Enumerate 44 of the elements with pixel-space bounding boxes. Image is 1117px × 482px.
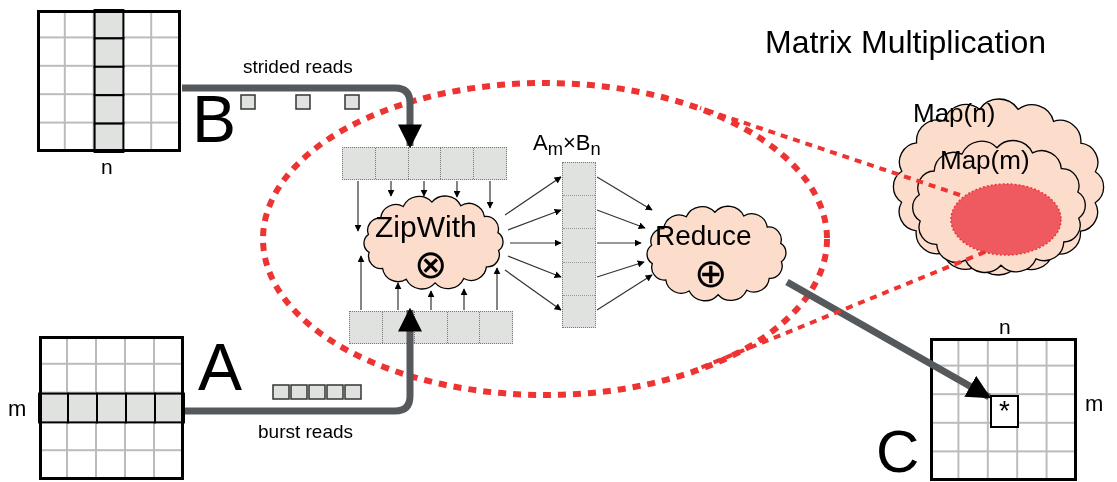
matrix-label: B [192, 86, 237, 152]
cloud-label: Reduce [655, 222, 752, 250]
arrow [596, 209, 646, 230]
arrow [504, 176, 562, 216]
highlighted-cell: * [990, 395, 1019, 428]
arrow [357, 255, 365, 311]
edge-label: strided reads [243, 57, 353, 76]
zoom-line [699, 106, 961, 197]
arrow [453, 180, 461, 198]
cloud-label: ZipWith [375, 212, 477, 242]
dimension-label: n [999, 316, 1011, 337]
thick-arrow [185, 307, 422, 415]
matrix-label: C [876, 422, 920, 482]
dimension-label: m [8, 398, 27, 420]
arrow [596, 274, 653, 311]
dimension-label: n [101, 156, 113, 177]
arrow [394, 282, 402, 311]
diagram-title: Matrix Multiplication [765, 26, 1046, 58]
thick-arrow [182, 84, 422, 149]
cloud-label: Map(m) [940, 147, 1030, 173]
arrow [486, 180, 494, 209]
buffer-row [342, 147, 507, 180]
matrix-label: A [198, 334, 243, 400]
arrow [596, 260, 645, 278]
arrow [504, 269, 562, 311]
operator-symbol: ⊗ [414, 244, 448, 284]
arrow [493, 267, 501, 311]
arrow [420, 180, 428, 197]
buffer-row [349, 311, 513, 344]
arrow [354, 180, 362, 232]
edge-label: burst reads [258, 422, 354, 441]
arrow [460, 288, 468, 311]
thick-arrow [785, 278, 992, 401]
zoom-line [699, 250, 986, 370]
arrow [596, 239, 642, 247]
arrow [596, 176, 653, 211]
product-label: A$_{m}$×B$_{n}$ [533, 132, 601, 159]
dimension-label: m [1085, 393, 1104, 415]
operator-symbol: ⊕ [694, 253, 728, 293]
arrow [507, 255, 562, 278]
arrow [427, 290, 435, 311]
arrow [509, 239, 562, 247]
arrow [507, 208, 562, 231]
arrow [387, 180, 395, 197]
